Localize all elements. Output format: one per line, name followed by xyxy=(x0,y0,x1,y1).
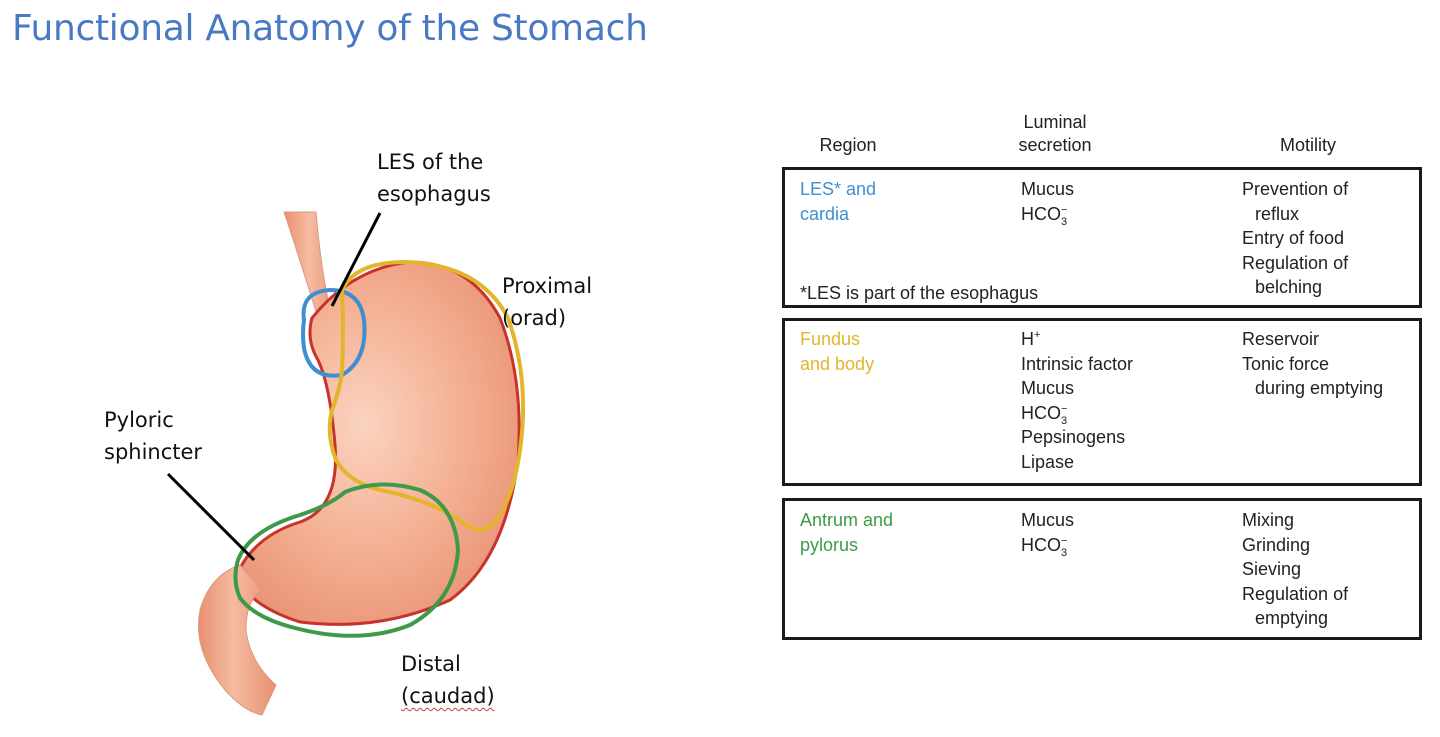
row2-motility-line3: during emptying xyxy=(1255,378,1384,398)
header-secretion-line2: secretion xyxy=(1018,135,1092,155)
row2-region-line1: Fundus xyxy=(800,329,861,349)
pyloric-label-line2: sphincter xyxy=(104,440,203,464)
les-label-line1: LES of the xyxy=(377,150,484,174)
row3-motility-line1: Mixing xyxy=(1242,510,1295,530)
row3-secretion-mucus: Mucus xyxy=(1021,510,1075,530)
page-title: Functional Anatomy of the Stomach xyxy=(12,8,648,49)
distal-label: Distal (caudad) xyxy=(401,648,495,712)
row2-secretion-pepsinogens: Pepsinogens xyxy=(1021,427,1126,447)
les-outline xyxy=(301,287,367,378)
row2-secretion-hco3: HCO−3 xyxy=(1021,402,1068,427)
row1-motility-line5: belching xyxy=(1255,277,1323,297)
row2-secretion-hplus: H+ xyxy=(1021,329,1041,349)
distal-outline xyxy=(233,482,461,638)
proximal-outline xyxy=(327,259,526,532)
row3-motility-line4: Regulation of xyxy=(1242,583,1349,604)
distal-label-line2: (caudad) xyxy=(401,684,495,708)
row1-secretion-mucus: Mucus xyxy=(1021,179,1075,199)
row1-motility-line4: Regulation of xyxy=(1242,252,1349,273)
row1-region-line2: cardia xyxy=(800,203,850,224)
header-secretion-line1: Luminal xyxy=(1023,112,1087,132)
row3-region-line2: pylorus xyxy=(800,534,859,555)
header-secretion: Luminal secretion xyxy=(1000,111,1110,157)
row1-note: *LES is part of the esophagus xyxy=(800,283,1039,303)
header-region: Region xyxy=(819,135,877,155)
row1-secretion-hco3: HCO−3 xyxy=(1021,203,1068,228)
row3-motility-line2: Grinding xyxy=(1242,534,1311,555)
row3-secretion-hco3: HCO−3 xyxy=(1021,534,1068,559)
row2-secretion: H+ Intrinsic factor Mucus HCO−3 Pepsinog… xyxy=(1021,327,1133,474)
row2-region: Fundus and body xyxy=(800,327,874,376)
row1-motility-line1: Prevention of xyxy=(1242,179,1349,199)
distal-label-line1: Distal xyxy=(401,652,461,676)
row2-motility: Reservoir Tonic force during emptying xyxy=(1242,327,1383,401)
row2-region-line2: and body xyxy=(800,353,875,374)
pyloric-label-line1: Pyloric xyxy=(104,408,174,432)
row2-motility-line2: Tonic force xyxy=(1242,353,1330,374)
row3-region: Antrum and pylorus xyxy=(800,508,893,557)
les-pointer-line xyxy=(330,212,382,307)
row2-motility-line1: Reservoir xyxy=(1242,329,1320,349)
row1-region-line1: LES* and xyxy=(800,179,877,199)
header-motility: Motility xyxy=(1279,135,1336,155)
les-label: LES of the esophagus xyxy=(377,146,491,210)
row-les-cardia xyxy=(782,167,1422,308)
pyloric-label: Pyloric sphincter xyxy=(104,404,202,468)
row3-region-line1: Antrum and xyxy=(800,510,894,530)
proximal-label-line2: (orad) xyxy=(502,306,567,330)
row1-motility-line2: reflux xyxy=(1255,203,1300,224)
row3-motility-line3: Sieving xyxy=(1242,559,1302,579)
proximal-label-line1: Proximal xyxy=(502,274,593,298)
row3-motility-line5: emptying xyxy=(1255,608,1329,628)
les-label-line2: esophagus xyxy=(377,182,491,206)
row3-motility: Mixing Grinding Sieving Regulation of em… xyxy=(1242,508,1348,631)
row-antrum-pylorus xyxy=(782,498,1422,640)
row1-region: LES* and cardia xyxy=(800,177,876,226)
stomach-body xyxy=(235,260,521,626)
row1-motility-line3: Entry of food xyxy=(1242,228,1345,248)
row2-secretion-mucus: Mucus xyxy=(1021,378,1075,398)
row3-secretion: Mucus HCO−3 xyxy=(1021,508,1075,559)
pyloric-pointer-line xyxy=(166,472,256,562)
row1-motility: Prevention of reflux Entry of food Regul… xyxy=(1242,177,1348,300)
row1-secretion: Mucus HCO−3 xyxy=(1021,177,1075,228)
proximal-label: Proximal (orad) xyxy=(502,270,592,334)
row-fundus-body xyxy=(782,318,1422,486)
row2-secretion-lipase: Lipase xyxy=(1021,451,1075,472)
stomach-diagram xyxy=(166,211,526,716)
duodenum xyxy=(197,564,277,716)
row2-secretion-intrinsic-factor: Intrinsic factor xyxy=(1021,353,1134,374)
